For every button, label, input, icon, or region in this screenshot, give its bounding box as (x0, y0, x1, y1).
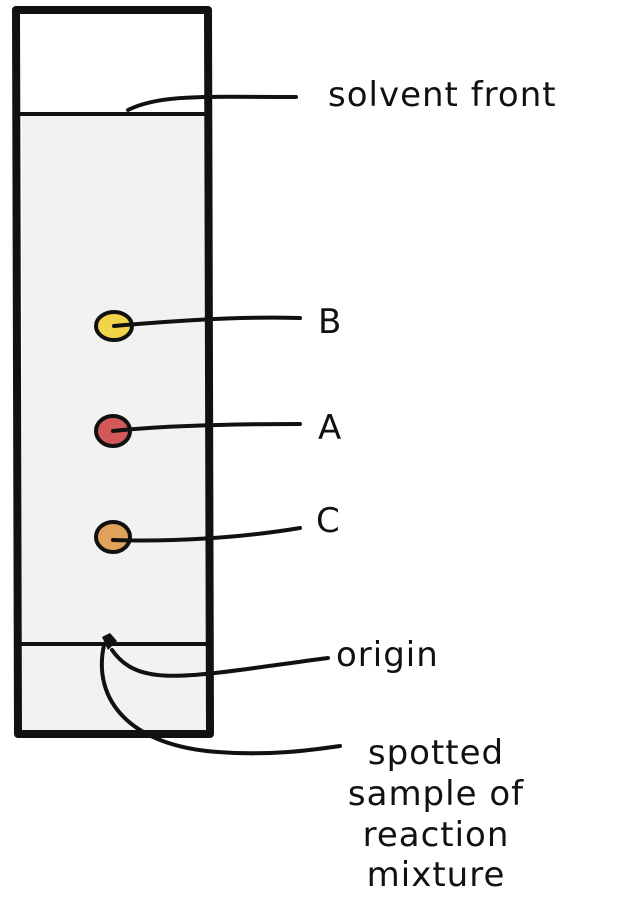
spot-c-leader (111, 526, 302, 543)
sample-leader (99, 643, 342, 756)
spot-c-label: C (316, 501, 341, 541)
spot-b-leader (112, 315, 302, 328)
spot-a-label: A (318, 408, 343, 448)
origin-label: origin (336, 635, 439, 675)
spot-b-label: B (318, 302, 343, 342)
spot-a-leader (111, 422, 302, 433)
solvent-front-leader (126, 94, 298, 112)
tlc-plate-outline (12, 6, 214, 738)
sample-label: spotted sample of reaction mixture (347, 733, 525, 896)
spot-c (94, 520, 132, 554)
solvent-front-label: solvent front (328, 75, 557, 115)
sample-spot-mark (102, 633, 117, 650)
origin-leader (110, 648, 330, 678)
